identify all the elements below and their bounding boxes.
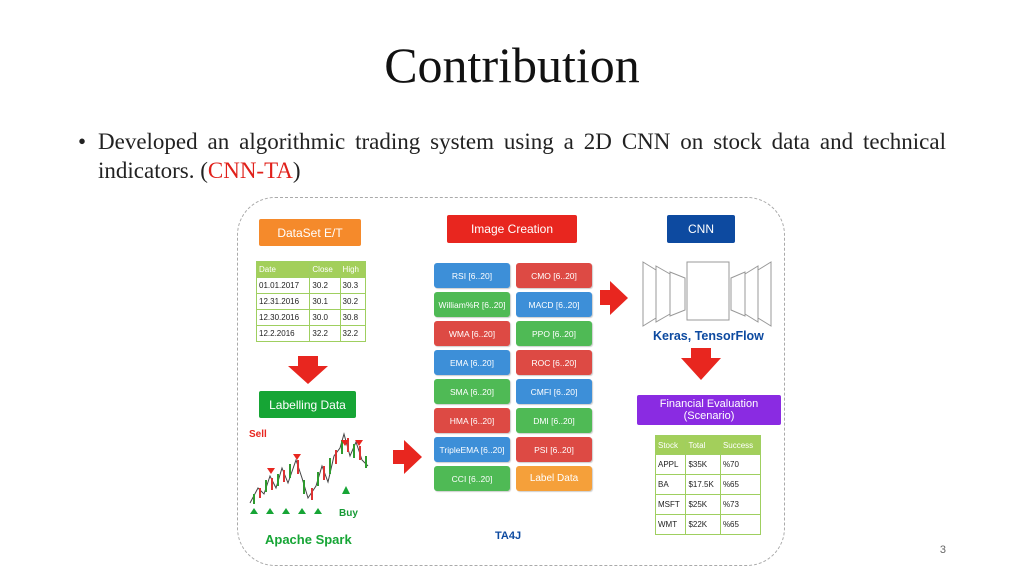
indicator-cmfi: CMFI [6..20] bbox=[516, 379, 592, 404]
dataset-table: Date Close High 01.01.2017 30.2 30.3 12.… bbox=[255, 261, 367, 342]
indicator-williams-r: William%R [6..20] bbox=[434, 292, 510, 317]
cnn-label: CNN bbox=[667, 215, 735, 243]
bullet-paren-open: ( bbox=[200, 158, 208, 183]
indicator-sma: SMA [6..20] bbox=[434, 379, 510, 404]
arrow-down-icon bbox=[681, 348, 721, 380]
indicator-rsi: RSI [6..20] bbox=[434, 263, 510, 288]
indicator-ema: EMA [6..20] bbox=[434, 350, 510, 375]
indicator-macd: MACD [6..20] bbox=[516, 292, 592, 317]
sell-markers bbox=[267, 440, 363, 474]
results-cell: %70 bbox=[719, 454, 762, 475]
results-header-cell: Stock bbox=[654, 435, 687, 455]
results-cell: %65 bbox=[719, 514, 762, 535]
pipeline-figure: DataSet E/T Date Close High 01.01.2017 3… bbox=[237, 197, 785, 566]
arrow-right-icon bbox=[393, 440, 422, 474]
sell-label: Sell bbox=[249, 429, 267, 440]
indicator-cci: CCI [6..20] bbox=[434, 466, 510, 491]
indicator-dmi: DMI [6..20] bbox=[516, 408, 592, 433]
page-number: 3 bbox=[939, 544, 946, 556]
buy-label: Buy bbox=[339, 508, 358, 519]
dataset-header-cell: High bbox=[339, 261, 367, 278]
spark-label: Apache Spark bbox=[265, 532, 352, 547]
arrow-right-icon bbox=[600, 281, 628, 315]
dataset-table-header: Date Close High bbox=[255, 261, 367, 278]
financial-evaluation-label: Financial Evaluation (Scenario) bbox=[637, 395, 781, 425]
results-header-cell: Success bbox=[719, 435, 762, 455]
labelling-label: Labelling Data bbox=[259, 391, 356, 418]
keras-label: Keras, TensorFlow bbox=[653, 329, 764, 343]
indicator-hma: HMA [6..20] bbox=[434, 408, 510, 433]
flow-arrows bbox=[288, 281, 721, 474]
results-table: Stock Total Success APPL $35K %70 BA $17… bbox=[654, 435, 762, 535]
candlestick-chart-icon bbox=[249, 432, 369, 514]
table-row: 12.30.2016 30.0 30.8 bbox=[255, 309, 367, 326]
dataset-label: DataSet E/T bbox=[259, 219, 361, 246]
dataset-cell: 30.8 bbox=[339, 309, 367, 326]
image-creation-label: Image Creation bbox=[447, 215, 577, 243]
indicator-ppo: PPO [6..20] bbox=[516, 321, 592, 346]
results-cell: $22K bbox=[685, 514, 721, 535]
results-cell: WMT bbox=[654, 514, 687, 535]
indicator-wma: WMA [6..20] bbox=[434, 321, 510, 346]
table-row: WMT $22K %65 bbox=[654, 514, 762, 535]
bullet-point: • Developed an algorithmic trading syste… bbox=[78, 127, 946, 185]
slide-title: Contribution bbox=[384, 37, 640, 93]
bullet-highlight: CNN-TA bbox=[207, 158, 293, 183]
bullet-text: Developed an algorithmic trading system … bbox=[98, 129, 946, 183]
buy-markers bbox=[250, 486, 350, 514]
indicator-psi: PSI [6..20] bbox=[516, 437, 592, 462]
bullet-dot: • bbox=[78, 129, 87, 154]
ta4j-label: TA4J bbox=[495, 530, 522, 542]
table-row: APPL $35K %70 bbox=[654, 454, 762, 475]
indicator-triple-ema: TripleEMA [6..20] bbox=[434, 437, 510, 462]
arrow-down-icon bbox=[288, 356, 328, 384]
dataset-header-cell: Date bbox=[255, 261, 311, 278]
bullet-paren-close: ) bbox=[292, 158, 301, 183]
indicator-label-data: Label Data bbox=[516, 466, 592, 491]
indicator-roc: ROC [6..20] bbox=[516, 350, 592, 375]
dataset-cell: 12.2.2016 bbox=[255, 325, 311, 342]
table-row: 12.31.2016 30.1 30.2 bbox=[255, 293, 367, 310]
figure-graphics bbox=[249, 261, 772, 514]
cnn-network-icon bbox=[642, 261, 772, 327]
results-table-header: Stock Total Success bbox=[654, 435, 762, 455]
indicator-cmo: CMO [6..20] bbox=[516, 263, 592, 288]
table-row: 12.2.2016 32.2 32.2 bbox=[255, 325, 367, 342]
dataset-cell: 32.2 bbox=[339, 325, 367, 342]
